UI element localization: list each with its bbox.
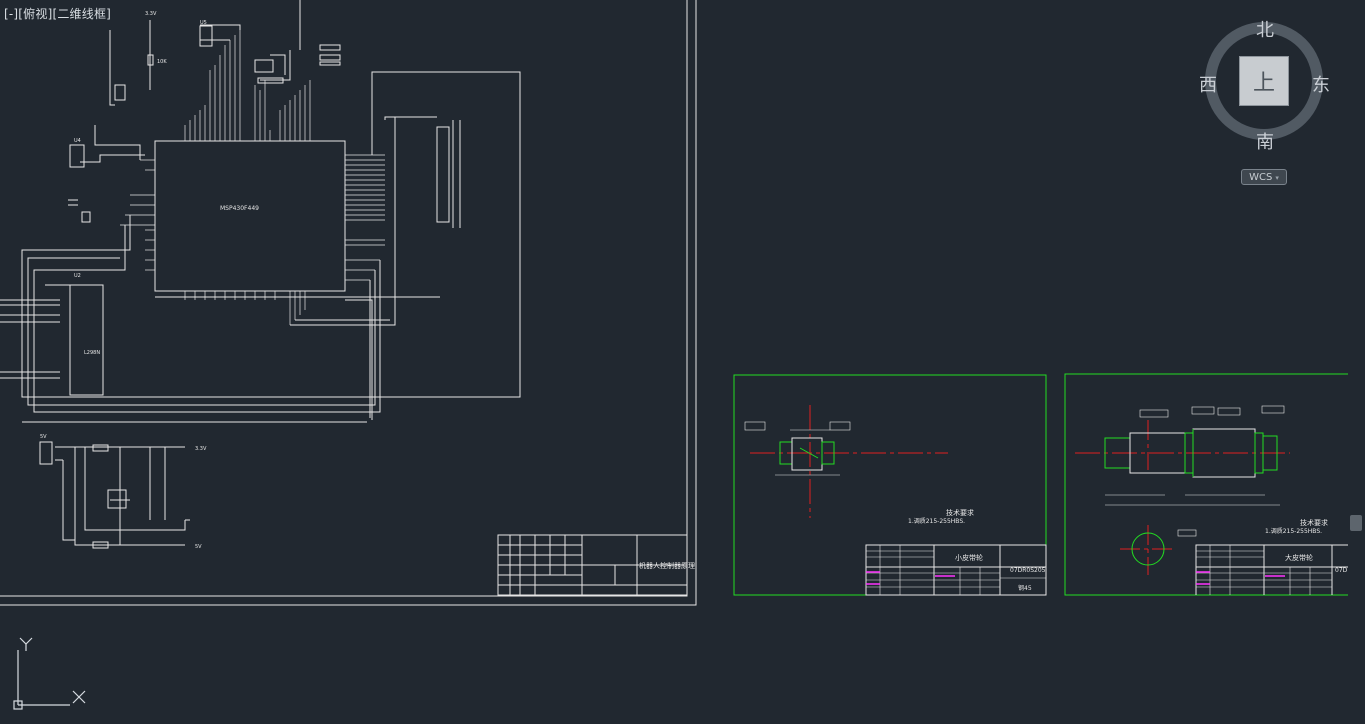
- schematic-sheet: [0, 0, 697, 606]
- compass-north[interactable]: 北: [1256, 20, 1274, 41]
- wcs-dropdown[interactable]: WCS▾: [1241, 169, 1287, 185]
- drawing-sheet-1[interactable]: [733, 374, 1047, 596]
- sheet1-part-name: 小皮带轮: [955, 553, 983, 562]
- compass-west[interactable]: 西: [1199, 75, 1217, 96]
- viewcube-top-face[interactable]: 上: [1239, 56, 1289, 106]
- scrollbar-thumb[interactable]: [1350, 515, 1362, 531]
- power-top-label: 3.3V: [145, 11, 157, 17]
- supply-out2-label: 5V: [195, 544, 202, 550]
- view-menu[interactable]: [俯视]: [18, 7, 53, 21]
- sheet1-material: 钢45: [1018, 584, 1032, 592]
- viewcube[interactable]: 上 北 南 东 西 WCS▾: [1195, 10, 1335, 210]
- supply-out1-label: 3.3V: [195, 446, 207, 452]
- sheet2-drawing-no: 07D: [1335, 567, 1348, 574]
- drawing-sheet-1-text: 技术要求 1.调质215-255HBS. 小皮带轮 07DR0S205 钢45: [908, 508, 1046, 592]
- sheet1-tech-title: 技术要求: [946, 508, 974, 517]
- sheet2-part-name: 大皮带轮: [1285, 553, 1313, 562]
- wcs-label: WCS: [1249, 172, 1273, 183]
- sheet1-drawing-no: 07DR0S205: [1010, 567, 1046, 574]
- u2-label: U2: [74, 273, 81, 279]
- drawing-sheet-2-text: 技术要求 1.调质215-255HBS. 大皮带轮 07D: [1265, 518, 1348, 574]
- viewport-label[interactable]: [-][俯视][二维线框]: [4, 5, 111, 22]
- vertical-scrollbar[interactable]: [1350, 0, 1365, 724]
- schematic-text: MSP430F449 U4 U5 U2 L298N 3.3V 5V 10K 3.…: [40, 11, 695, 570]
- drawing-sheet-2[interactable]: [1064, 373, 1348, 596]
- chevron-down-icon: ▾: [1275, 174, 1279, 182]
- schematic-title: 机器人控制器原理: [639, 561, 695, 570]
- sheet2-tech-text: 1.调质215-255HBS.: [1265, 527, 1322, 535]
- mcu-block: [154, 140, 346, 292]
- l298n-label: L298N: [84, 350, 100, 356]
- viewcube-compass-ring[interactable]: [1205, 22, 1323, 140]
- u5-label: U5: [200, 20, 207, 26]
- sheet2-tech-title: 技术要求: [1300, 518, 1328, 527]
- resistor-label: 10K: [157, 59, 167, 65]
- u4-label: U4: [74, 138, 81, 144]
- visual-style-menu[interactable]: [二维线框]: [52, 7, 112, 21]
- ucs-icon: [13, 637, 86, 710]
- compass-east[interactable]: 东: [1312, 75, 1330, 96]
- compass-south[interactable]: 南: [1256, 132, 1274, 153]
- power-mid-label: 5V: [40, 434, 47, 440]
- mcu-label: MSP430F449: [220, 205, 259, 212]
- sheet1-tech-text: 1.调质215-255HBS.: [908, 517, 965, 525]
- viewport-controls-menu[interactable]: [-]: [4, 7, 19, 21]
